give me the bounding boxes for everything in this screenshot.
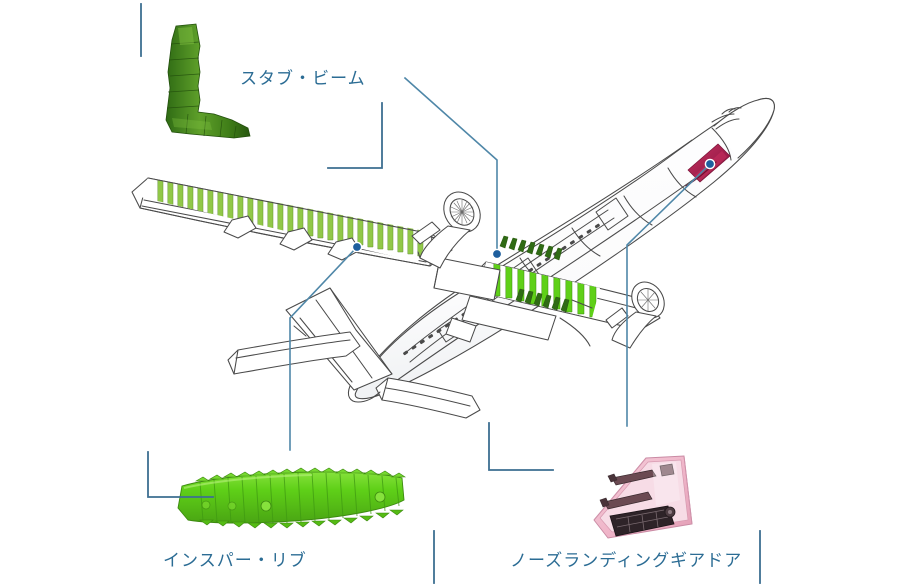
horizontal-stabilizer-left <box>227 331 361 375</box>
stub-beam-part <box>165 23 251 139</box>
stub-beam-cluster <box>499 235 563 261</box>
inspar-rib-part <box>177 467 406 529</box>
horizontal-stabilizer-right <box>375 377 481 419</box>
callout-dot-nose-gear-door[interactable] <box>704 158 716 170</box>
belly-detail <box>445 299 593 347</box>
callout-dot-stub-beam[interactable] <box>491 248 503 260</box>
callout-nose-gear-door[interactable] <box>488 158 761 584</box>
flap-track-fairings <box>223 215 361 261</box>
callout-inspar-rib[interactable] <box>147 241 435 584</box>
engine-right <box>605 281 665 349</box>
center-wingbox-outline <box>433 257 557 341</box>
engine-left <box>411 191 481 269</box>
nose-gear-door-part <box>593 455 693 539</box>
callout-dot-inspar-rib[interactable] <box>351 241 363 253</box>
wing-outline-overlay <box>139 177 433 267</box>
label-nose-landing-gear-door[interactable]: ノーズランディングギアドア <box>510 551 743 570</box>
aircraft-body <box>131 97 775 419</box>
callout-layer <box>140 3 761 584</box>
tail-cone <box>347 385 381 403</box>
callout-stub-beam[interactable] <box>140 3 503 260</box>
wing-inspar-ribs <box>136 178 430 262</box>
label-stub-beam[interactable]: スタブ・ビーム <box>240 69 366 88</box>
label-inspar-rib[interactable]: インスパー・リブ <box>163 551 307 570</box>
stub-beam-cluster-lower <box>515 288 570 313</box>
